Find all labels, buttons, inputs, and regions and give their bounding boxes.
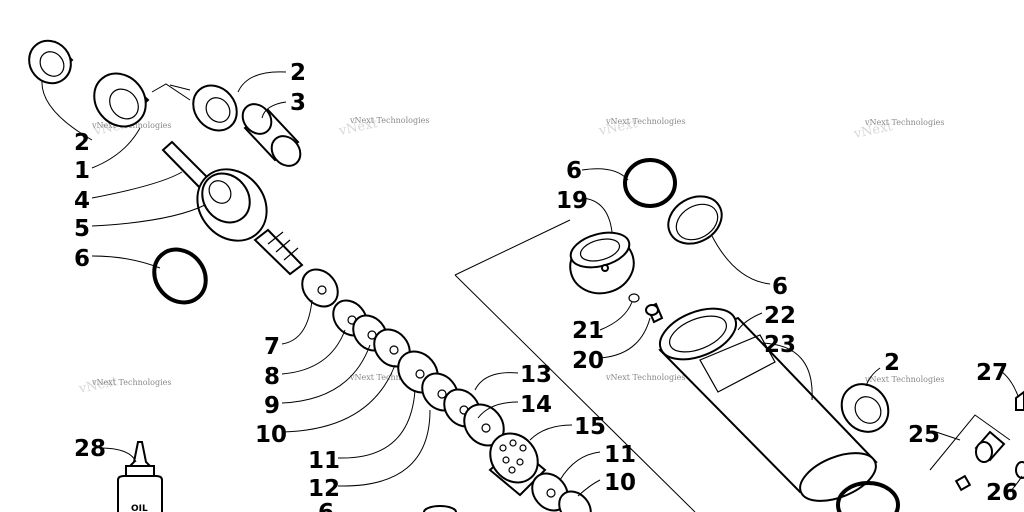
- callout-6: 6: [772, 274, 788, 300]
- callout-25: 25: [908, 422, 940, 448]
- callout-5: 5: [74, 216, 90, 242]
- sleeve-3: [241, 103, 302, 167]
- watermark: vNext Technologies: [349, 116, 429, 125]
- body-outline: [454, 219, 696, 512]
- callout-10: 10: [255, 422, 287, 448]
- callout-4: 4: [74, 188, 90, 214]
- oil-bottle-label: OIL: [131, 504, 148, 512]
- leader-lines: [41, 71, 1023, 497]
- callout-7: 7: [264, 334, 280, 360]
- valve-20: [645, 302, 664, 324]
- callout-8: 8: [264, 364, 280, 390]
- callout-14: 14: [520, 392, 552, 418]
- seal-head-5: [196, 168, 268, 242]
- watermark: vNext Technologies: [864, 375, 944, 384]
- watermark: vNext Technologies: [91, 378, 171, 387]
- seal-head-19: [569, 231, 635, 295]
- bushing-2-upper: [192, 84, 238, 132]
- bushing-top-left: [28, 39, 74, 85]
- bushing-2-right: [840, 383, 890, 433]
- callout-11: 11: [308, 448, 340, 474]
- watermark: vNext Technologies: [605, 373, 685, 382]
- oil-bottle-28: OIL: [117, 441, 163, 512]
- callout-15: 15: [574, 414, 606, 440]
- fitting-27: [1015, 390, 1024, 411]
- callout-1: 1: [74, 158, 90, 184]
- piston-rod: [161, 140, 304, 276]
- callout-21: 21: [572, 318, 604, 344]
- fitting-25: [929, 414, 1011, 492]
- watermark-group: vNext vNext Technologies vNext vNext Tec…: [77, 116, 945, 397]
- watermark: vNext Technologies: [605, 117, 685, 126]
- o-ring-bottom-right: [836, 481, 900, 512]
- o-ring-6-upper: [623, 158, 677, 208]
- callout-11: 11: [604, 442, 636, 468]
- reservoir-body-22-23: [658, 307, 878, 502]
- callout-6: 6: [74, 246, 90, 272]
- callout-6: 6: [566, 158, 582, 184]
- callout-2: 2: [290, 60, 306, 86]
- callout-27: 27: [976, 360, 1008, 386]
- band-ring-6: [667, 195, 723, 245]
- o-ring-6-left: [152, 247, 208, 305]
- callout-23: 23: [764, 332, 796, 358]
- callout-28: 28: [74, 436, 106, 462]
- retaining-ring-21: [628, 293, 640, 303]
- callout-6: 6: [318, 500, 334, 512]
- callout-13: 13: [520, 362, 552, 388]
- callout-12: 12: [308, 476, 340, 502]
- shim-stack: [301, 268, 505, 447]
- callout-2: 2: [884, 350, 900, 376]
- callout-labels: 2 1 4 5 6 2 3 7 8 9 10 11 12 6 13 14 15 …: [74, 60, 1018, 512]
- callout-20: 20: [572, 348, 604, 374]
- callout-9: 9: [264, 393, 280, 419]
- piston-15: [488, 432, 547, 497]
- callout-22: 22: [764, 303, 796, 329]
- callout-19: 19: [556, 188, 588, 214]
- callout-10: 10: [604, 470, 636, 496]
- fitting-26: [1015, 461, 1024, 479]
- eyelet-body: [93, 72, 150, 128]
- callout-2: 2: [74, 130, 90, 156]
- callout-26: 26: [986, 480, 1018, 506]
- washer-10-lower: [558, 490, 592, 512]
- watermark: vNext Technologies: [864, 118, 944, 127]
- washer-bottom: [423, 505, 457, 512]
- callout-3: 3: [290, 90, 306, 116]
